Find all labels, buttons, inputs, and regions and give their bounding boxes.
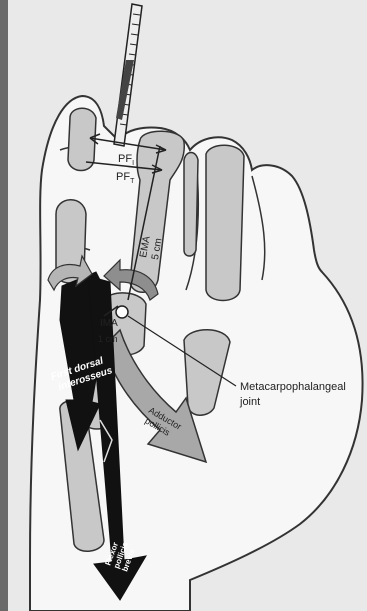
ima-label: IMA [100,318,118,329]
page-edge [0,0,8,611]
ima-value-label: 1 cm [98,334,118,344]
ring-bones [184,153,198,257]
joint-label-2: joint [239,396,260,408]
pf-i-label: PFI [118,153,134,167]
ema-label: EMA 5 cm [138,235,164,261]
ruler-pointer [114,4,142,146]
joint-label: Metacarpophalangeal [240,381,346,393]
pivot-circle [116,306,128,318]
